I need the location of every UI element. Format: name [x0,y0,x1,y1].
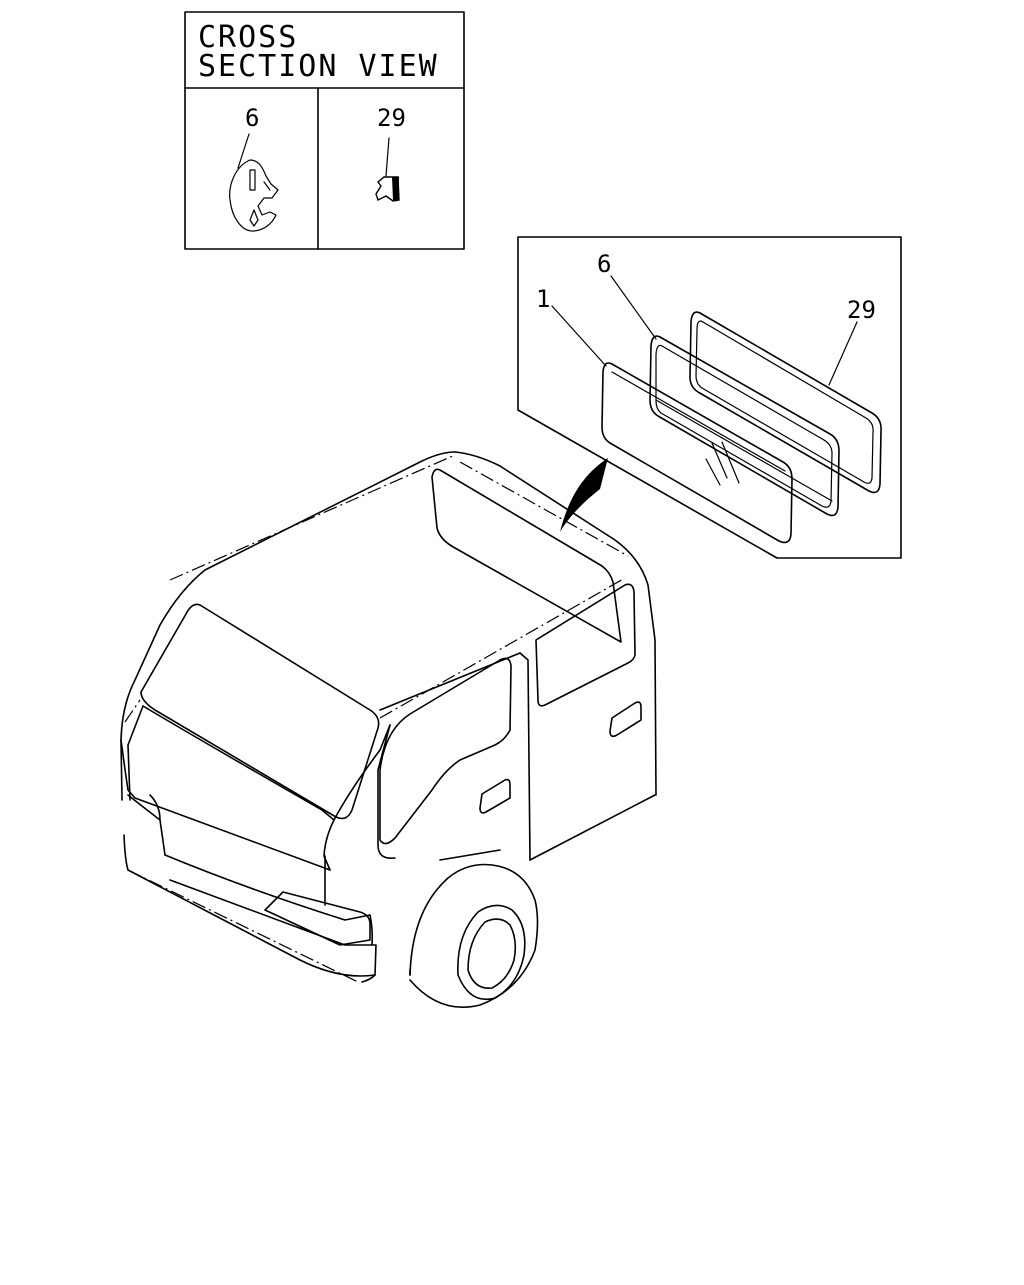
cross-section-title-line1: CROSS [198,20,298,55]
cross-section-ref-6: 6 [245,104,259,132]
truck-cab [120,451,657,1008]
callout-seal-6: 6 [597,250,611,278]
callout-seal-29: 29 [847,296,876,324]
glass-panel-1 [601,362,793,544]
outer-seal-29 [689,311,882,494]
cross-section-title-line2: SECTION VIEW [198,49,439,84]
cross-section-ref-29: 29 [377,104,406,132]
inner-seal-6 [649,335,840,517]
detail-pointer-arrow [560,458,608,532]
cross-section-panel: CROSS SECTION VIEW 6 29 [184,11,465,250]
seal-profile-6 [229,133,279,232]
exploded-detail-frame: 1 6 29 [517,236,902,559]
callout-glass-1: 1 [536,285,550,313]
seal-profile-29 [375,137,400,202]
